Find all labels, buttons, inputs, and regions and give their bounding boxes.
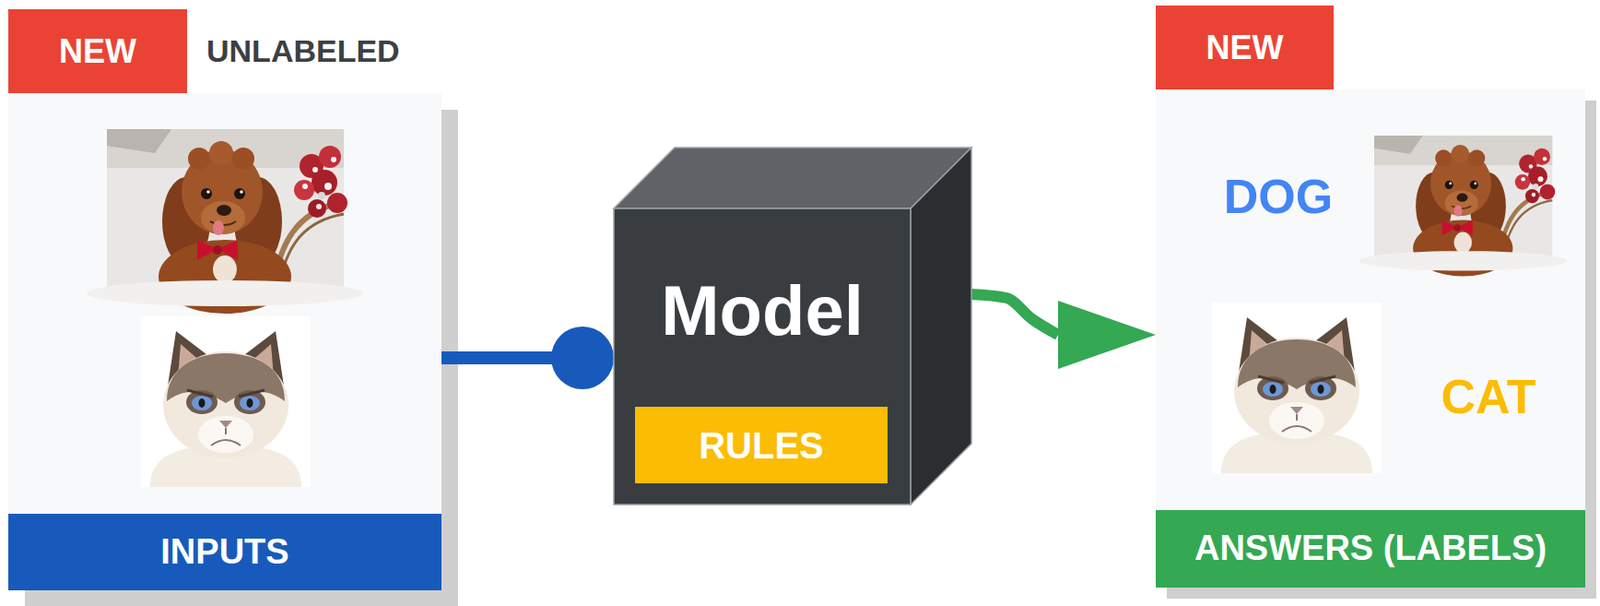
unlabeled-tag: UNLABELED	[206, 34, 400, 69]
connector-line	[971, 294, 1059, 335]
input-card: INPUTS	[8, 93, 442, 590]
dog-label-area: DOG	[1200, 164, 1357, 230]
rules-band-area: RULES	[635, 406, 888, 483]
unlabeled-tag-area: UNLABELED	[195, 9, 463, 94]
arrow-head	[1058, 300, 1156, 369]
cat-label-area: CAT	[1410, 364, 1567, 430]
dog-label: DOG	[1223, 170, 1333, 224]
cat-label: CAT	[1440, 370, 1536, 424]
inputs-band-area: INPUTS	[8, 513, 442, 590]
flow-connector	[441, 326, 614, 389]
rules-band: RULES	[698, 424, 824, 466]
tag-text-area: NEW	[8, 9, 188, 94]
cube-side	[910, 147, 972, 505]
flow-connector	[971, 294, 1156, 369]
card-panel	[1155, 89, 1586, 588]
answers-band: ANSWERS (LABELS)	[1194, 529, 1547, 568]
tag-badge: NEW	[1155, 5, 1334, 90]
tag-text: NEW	[58, 33, 137, 71]
card-panel	[8, 93, 442, 590]
connector-dot	[551, 326, 614, 389]
tag-badge: NEW	[8, 9, 188, 94]
model-title: Model	[660, 271, 864, 350]
puppy-photo	[86, 129, 364, 314]
cube-top	[613, 147, 972, 209]
answer-card: DOG CAT ANSWERS (LABELS)	[1155, 89, 1586, 588]
answers-band-area: ANSWERS (LABELS)	[1155, 509, 1586, 588]
model-title-area: Model	[613, 259, 911, 362]
cat-photo	[141, 316, 311, 487]
cube-front	[613, 208, 911, 505]
inputs-band: INPUTS	[160, 532, 289, 572]
cat-photo	[1211, 302, 1382, 473]
model-cube: ModelRULES	[613, 147, 972, 505]
puppy-photo	[1358, 135, 1567, 277]
tag-text: NEW	[1206, 29, 1284, 67]
tag-text-area: NEW	[1155, 5, 1334, 90]
